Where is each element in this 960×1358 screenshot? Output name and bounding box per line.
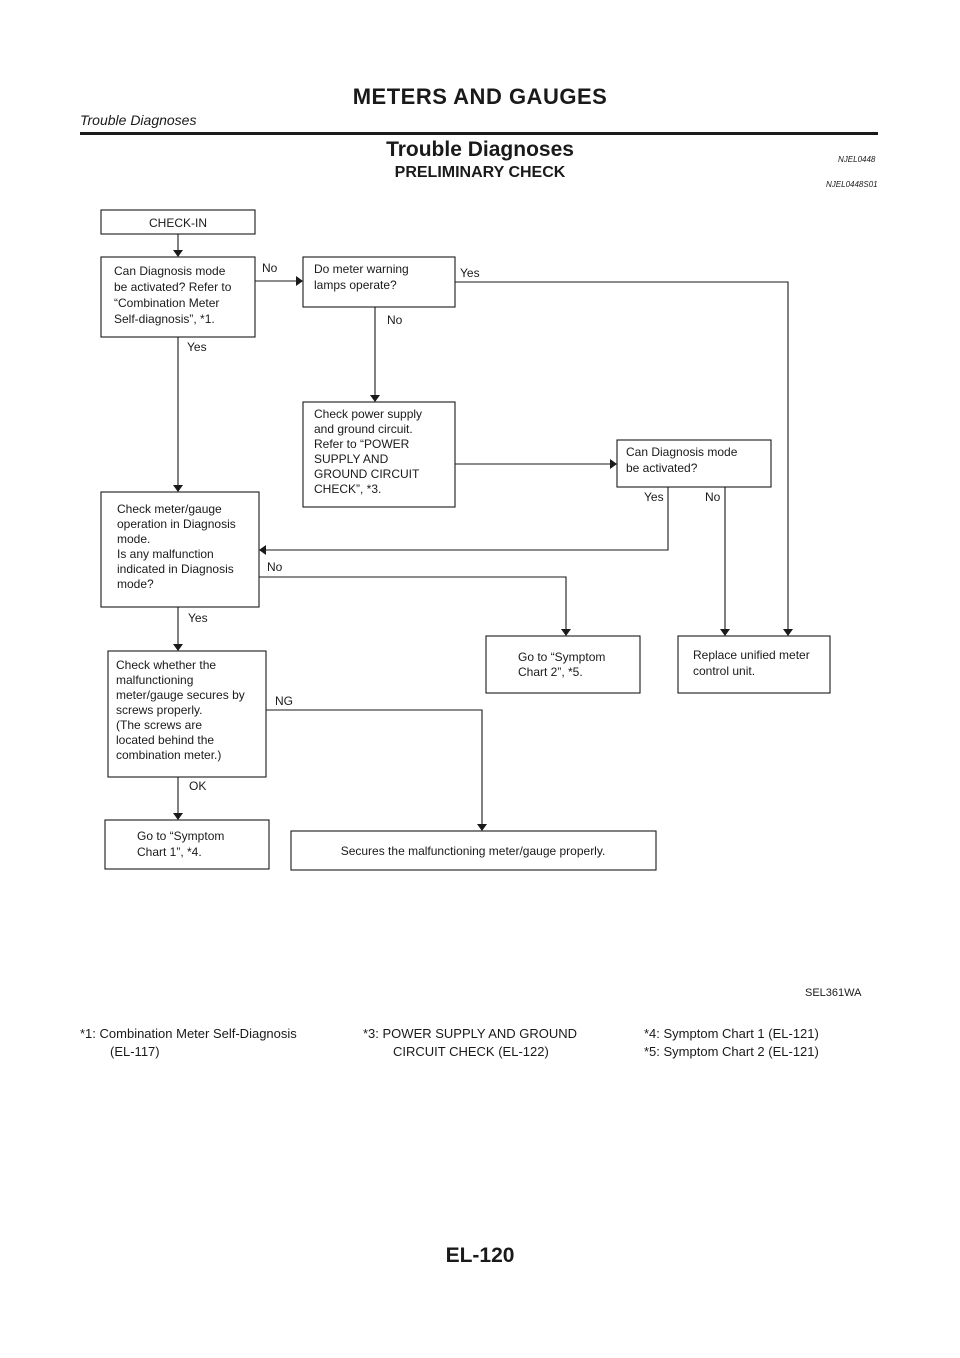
arrow-head xyxy=(173,644,183,651)
connector-candiag2-meterop xyxy=(265,487,669,551)
footnote-3: *3: POWER SUPPLY AND GROUND CIRCUIT CHEC… xyxy=(363,1026,578,1059)
box-symptom-chart-2 xyxy=(485,635,641,694)
page-title: Trouble Diagnoses xyxy=(386,138,574,161)
page-title-code: NJEL0448 xyxy=(838,155,876,164)
label-yes-2: Yes xyxy=(187,340,207,354)
box-power-supply xyxy=(302,401,456,508)
box-replace-unit-text: Replace unified meter control unit. xyxy=(693,648,813,678)
arrow-head xyxy=(477,824,487,831)
connector-warning-replace xyxy=(455,281,789,630)
arrow-head xyxy=(173,250,183,257)
arrow-head xyxy=(173,485,183,492)
section-title: METERS AND GAUGES xyxy=(352,84,608,109)
arrow-head xyxy=(561,629,571,636)
box-secure-meter xyxy=(290,830,657,871)
label-no-3: No xyxy=(705,490,721,504)
footnote-4-5: *4: Symptom Chart 1 (EL-121) *5: Symptom… xyxy=(644,1026,819,1059)
box-can-diagnosis-2-text: Can Diagnosis mode be activated? xyxy=(626,445,741,475)
box-replace-unit xyxy=(677,635,831,694)
box-check-screws-text: Check whether the malfunctioning meter/g… xyxy=(116,658,248,762)
label-ok: OK xyxy=(189,779,206,793)
box-symptom-chart-1-text: Go to “Symptom Chart 1”, *4. xyxy=(137,829,228,859)
arrow-head xyxy=(720,629,730,636)
label-yes-4: Yes xyxy=(188,611,208,625)
label-no-4: No xyxy=(267,560,283,574)
arrow-head xyxy=(259,545,266,555)
section-subtitle: Trouble Diagnoses xyxy=(80,112,197,128)
arrow-head xyxy=(783,629,793,636)
box-check-in xyxy=(100,209,256,235)
arrow-head xyxy=(296,276,303,286)
box-meter-operation-text: Check meter/gauge operation in Diagnosis… xyxy=(117,502,239,591)
label-no-2: No xyxy=(387,313,403,327)
label-no-1: No xyxy=(262,261,278,275)
box-symptom-chart-2-text: Go to “Symptom Chart 2”, *5. xyxy=(518,650,609,679)
box-warning-lamps xyxy=(302,256,456,308)
footnote-1: *1: Combination Meter Self-Diagnosis (EL… xyxy=(80,1026,297,1059)
box-power-supply-text: Check power supply and ground circuit. R… xyxy=(314,407,425,496)
figure-code: SEL361WA xyxy=(805,987,862,999)
arrow-head xyxy=(610,459,617,469)
box-check-screws xyxy=(107,650,267,778)
box-can-diagnosis-text: Can Diagnosis mode be activated? Refer t… xyxy=(114,264,235,326)
label-yes-3: Yes xyxy=(644,490,664,504)
box-check-in-label: CHECK-IN xyxy=(149,216,207,230)
flowchart: CHECK-IN Can Diagnosis mode be activated… xyxy=(100,209,831,871)
label-ng: NG xyxy=(275,694,293,708)
page-number: EL-120 xyxy=(445,1244,515,1267)
arrow-head xyxy=(173,813,183,820)
box-can-diagnosis-2 xyxy=(616,439,772,488)
box-warning-lamps-text: Do meter warning lamps operate? xyxy=(314,262,412,292)
header-rule xyxy=(80,132,878,135)
subsection-title-code: NJEL0448S01 xyxy=(826,180,878,189)
label-yes-1: Yes xyxy=(460,266,480,280)
arrow-head xyxy=(370,395,380,402)
subsection-title: PRELIMINARY CHECK xyxy=(394,164,566,181)
box-meter-operation xyxy=(100,491,260,608)
box-secure-meter-text: Secures the malfunctioning meter/gauge p… xyxy=(341,844,606,858)
connector-screws-secure xyxy=(266,709,483,825)
connector-meterop-symptom2 xyxy=(259,576,567,630)
box-symptom-chart-1 xyxy=(104,819,270,870)
